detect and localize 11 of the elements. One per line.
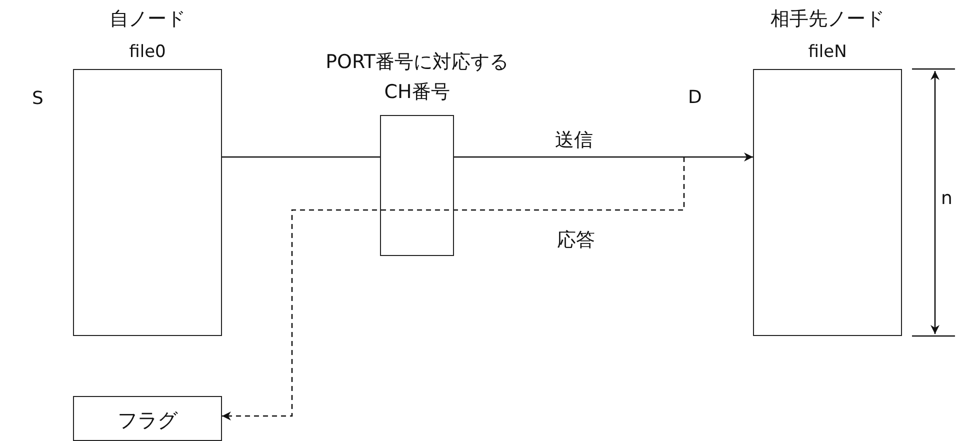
- port-label: S: [32, 88, 44, 109]
- dimension-label: n: [941, 188, 952, 209]
- arrow: [222, 157, 685, 420]
- node-title: 自ノード: [108, 7, 186, 32]
- node-title: file0: [128, 41, 167, 64]
- node-title: PORT番号に対応する CH番号: [324, 50, 510, 105]
- arrow: [454, 152, 753, 162]
- node-title: 相手先ノード: [770, 7, 886, 32]
- node-title: fileN: [807, 41, 848, 64]
- port-label: D: [688, 87, 702, 108]
- flag-box: フラグ: [73, 396, 222, 441]
